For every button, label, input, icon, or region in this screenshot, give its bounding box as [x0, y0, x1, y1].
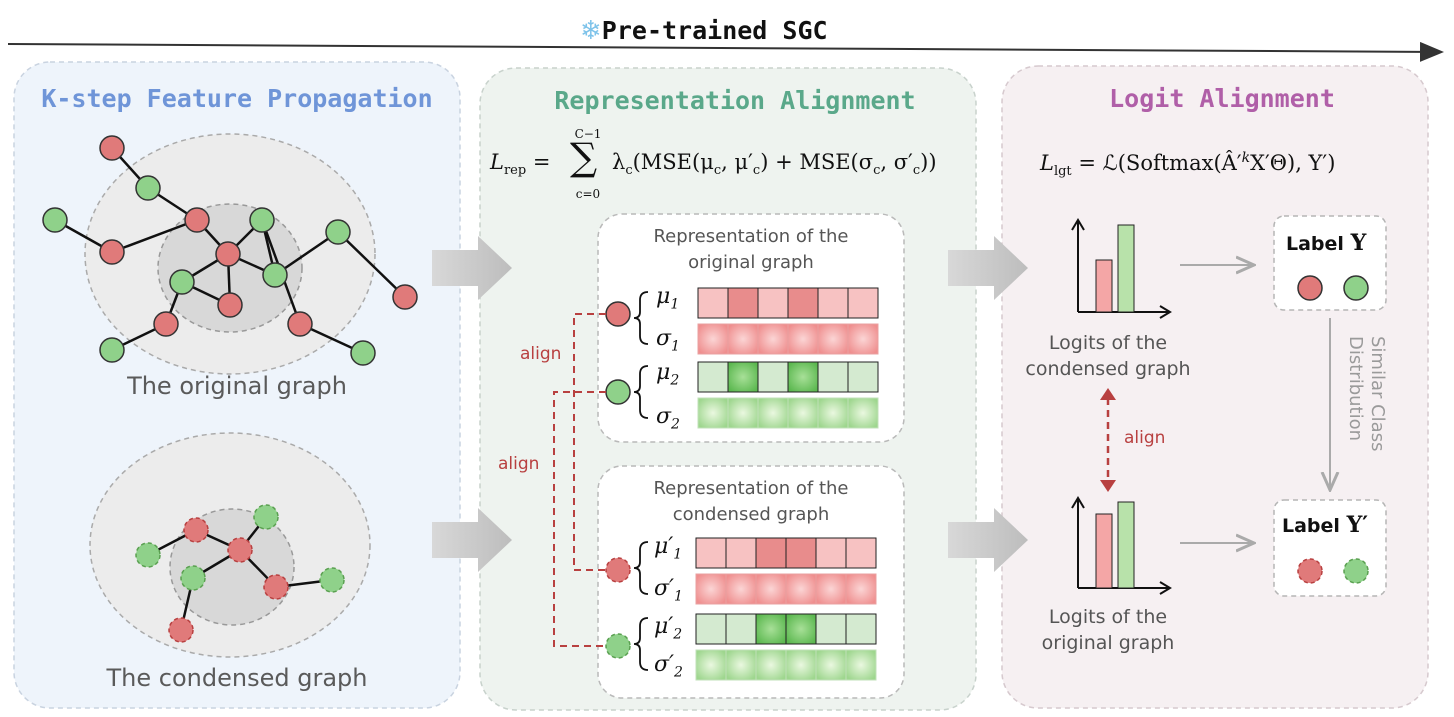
original-graph-nodes — [42, 135, 418, 366]
panel-middle-title: Representation Alignment — [554, 86, 916, 115]
label-y-red-node — [1297, 275, 1323, 301]
top-chart-caption: Logits of the condensed graph — [1025, 332, 1191, 380]
top-logit-chart — [1071, 218, 1172, 319]
logit-align-arrow — [1100, 388, 1116, 492]
align-label-2: align — [498, 454, 540, 474]
snowflake-icon: ❄ — [580, 16, 602, 46]
class-node-red-original — [605, 301, 631, 327]
pipeline-arrow — [7, 41, 1444, 62]
align-label-3: align — [1124, 428, 1166, 448]
similar-class-distribution-text: Similar Class Distribution — [1345, 336, 1388, 452]
align-label-1: align — [520, 344, 562, 364]
mu1-bar — [697, 287, 879, 319]
class-node-green-condensed — [605, 633, 631, 659]
sigma1-bar — [697, 323, 879, 355]
mu2p-bar — [695, 613, 877, 645]
panel-left-title: K-step Feature Propagation — [41, 84, 433, 113]
class-node-red-condensed — [605, 557, 631, 583]
mu1-symbol: μ1 — [656, 284, 680, 313]
sigma2p-bar — [695, 649, 877, 681]
sigma1p-symbol: σ′1 — [654, 576, 683, 605]
header-title: Pre-trained SGC — [601, 16, 828, 45]
panel-right-title: Logit Alignment — [1109, 84, 1335, 113]
align-lines — [553, 313, 606, 647]
label-y-green-node — [1343, 275, 1369, 301]
label-y-text: Label Y — [1286, 230, 1367, 256]
label-yp-text: Label Y′ — [1282, 512, 1369, 538]
mu1p-symbol: μ′1 — [654, 534, 683, 563]
flow-arrows — [432, 236, 1028, 572]
sigma1-symbol: σ1 — [656, 326, 680, 355]
sigma2p-symbol: σ′2 — [654, 652, 683, 681]
class-node-green-original — [605, 379, 631, 405]
label-yp-red-node — [1297, 558, 1323, 584]
label-yp-green-node — [1343, 558, 1369, 584]
mu1p-bar — [695, 537, 877, 569]
condensed-rep-title: Representation of the condensed graph — [653, 478, 849, 525]
sigma2-bar — [697, 397, 879, 429]
mu2-symbol: μ2 — [656, 360, 680, 389]
condensed-graph-caption: The condensed graph — [106, 664, 368, 692]
braces — [633, 291, 649, 671]
original-graph-caption: The original graph — [127, 372, 347, 400]
sigma1p-bar — [695, 573, 877, 605]
condensed-graph-nodes — [135, 504, 345, 643]
bottom-chart-caption: Logits of the original graph — [1041, 606, 1175, 654]
original-rep-title: Representation of the original graph — [653, 226, 849, 273]
logit-loss-formula: Llgt = ℒ(Softmax(Â′kX′Θ), Y′) — [1040, 150, 1336, 180]
bottom-logit-chart — [1071, 496, 1172, 595]
mu2-bar — [697, 361, 879, 393]
mu2p-symbol: μ′2 — [654, 614, 683, 643]
sigma2-symbol: σ2 — [656, 404, 680, 433]
header-title-wrap: ❄Pre-trained SGC — [580, 16, 828, 46]
